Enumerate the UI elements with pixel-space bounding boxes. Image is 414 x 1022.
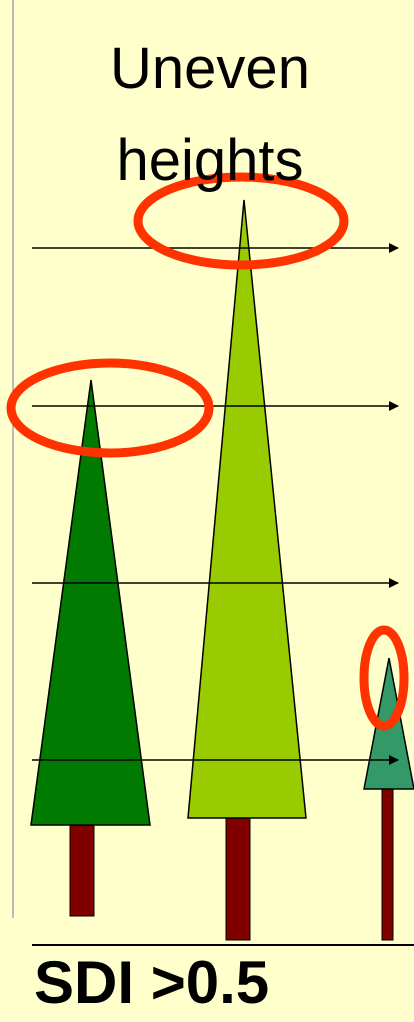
tree-tall-lime-trunk — [225, 817, 251, 941]
footer-divider — [32, 944, 414, 946]
highlight-ellipse-tall-tree-top — [133, 172, 349, 270]
title-line-1: Uneven — [110, 36, 310, 101]
tree-short-dark-crown — [30, 379, 151, 826]
highlight-ellipse-short-tree-top — [6, 358, 214, 458]
title-line-2: heights — [116, 128, 304, 193]
sdi-label: SDI >0.5 — [34, 949, 270, 1016]
left-border-line — [12, 0, 14, 918]
highlight-ellipse-small-tree-top — [359, 625, 409, 731]
tree-tall-lime-crown — [187, 199, 307, 819]
tree-short-dark-trunk — [69, 824, 95, 917]
tree-small-teal-trunk — [381, 788, 394, 941]
